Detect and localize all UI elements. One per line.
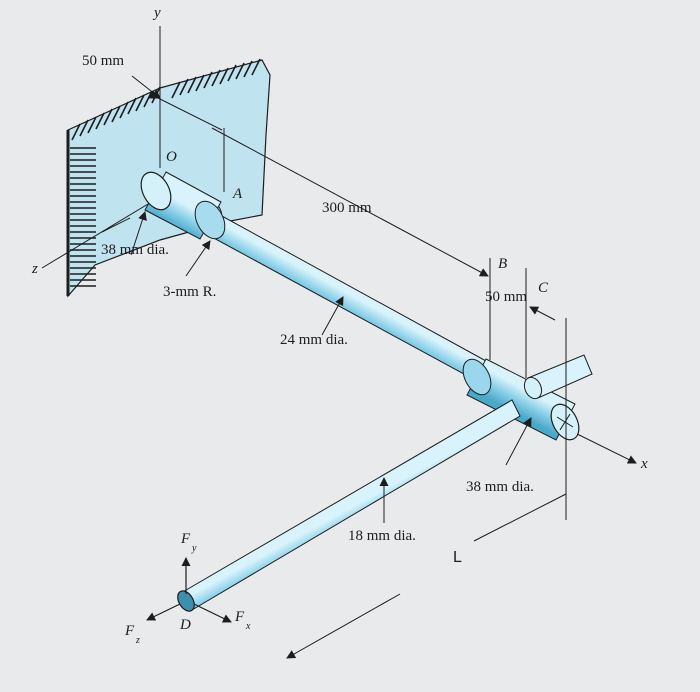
force-fx-subscript: x — [246, 621, 251, 632]
dim-38-dia-left-label: 38 mm dia. — [101, 242, 169, 258]
force-fx-arrow — [193, 603, 232, 623]
dim-wall-offset-label: 50 mm — [82, 53, 125, 69]
dim-50-bc-label: 50 mm — [485, 289, 528, 305]
point-b-label: B — [498, 256, 508, 272]
crank — [523, 354, 593, 400]
force-arrows — [146, 557, 232, 623]
y-axis-label: y — [154, 5, 161, 21]
dim-300-label: 300 mm — [322, 200, 372, 216]
origin-label: O — [166, 149, 177, 165]
wall-hatching-left — [70, 147, 96, 287]
dim-18-dia-label: 18 mm dia. — [348, 528, 416, 544]
z-axis-line — [41, 197, 159, 269]
x-axis-label: x — [641, 456, 648, 472]
force-fz-arrow — [146, 603, 181, 621]
shaft-24mm — [187, 200, 498, 387]
arm-18mm — [177, 399, 521, 612]
force-fy-label: F — [181, 531, 191, 547]
force-fy-subscript: y — [192, 543, 197, 554]
dimension-lines — [101, 75, 567, 659]
collar-right — [462, 358, 580, 441]
point-a-label: A — [233, 186, 243, 202]
force-fx-label: F — [235, 609, 245, 625]
dim-24-dia-label: 24 mm dia. — [280, 332, 348, 348]
z-axis-label: z — [32, 261, 38, 277]
point-d-label: D — [180, 617, 191, 633]
force-fz-subscript: z — [136, 635, 140, 646]
dim-38-dia-right-label: 38 mm dia. — [466, 479, 534, 495]
dim-length-l-label: L — [453, 549, 462, 566]
fillet-radius-label: 3-mm R. — [163, 284, 217, 300]
force-fz-label: F — [125, 623, 135, 639]
collar-left — [140, 171, 226, 240]
point-c-label: C — [538, 280, 549, 296]
